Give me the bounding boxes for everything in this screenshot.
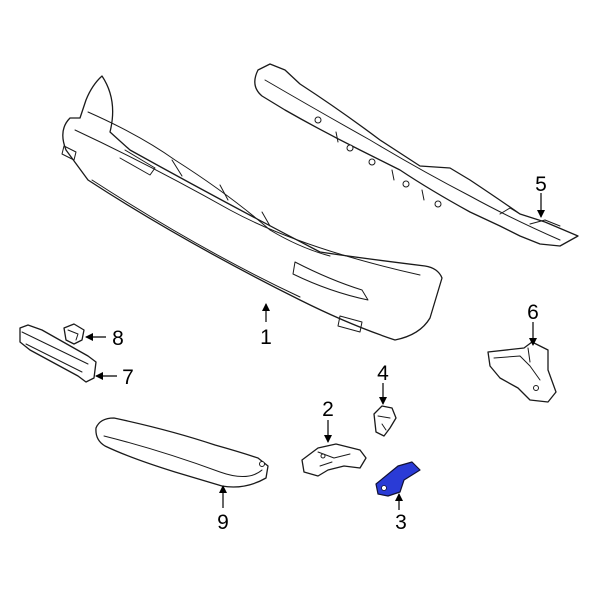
retainer-clip-part xyxy=(63,323,85,345)
callout-8: 8 xyxy=(112,327,124,350)
mounting-bracket-upper-part xyxy=(373,405,397,437)
leader-lines xyxy=(85,193,545,510)
callout-1: 1 xyxy=(260,326,272,349)
bumper-extension-part xyxy=(95,417,269,488)
callout-3: 3 xyxy=(395,511,407,534)
callout-2: 2 xyxy=(322,398,334,421)
callout-6: 6 xyxy=(527,301,539,324)
bumper-cover-part xyxy=(61,75,443,341)
side-bracket-part xyxy=(19,324,97,383)
mounting-bracket-right-part xyxy=(487,341,557,403)
callout-labels: 1 2 3 4 5 6 7 8 9 xyxy=(112,173,547,534)
callout-4: 4 xyxy=(377,362,389,385)
callout-7: 7 xyxy=(122,366,134,389)
callout-9: 9 xyxy=(217,511,229,534)
mounting-bracket-left-part xyxy=(301,443,367,477)
callout-5: 5 xyxy=(535,173,547,196)
reinforcement-beam-part xyxy=(254,63,579,247)
highlighted-bracket-part xyxy=(375,461,421,497)
